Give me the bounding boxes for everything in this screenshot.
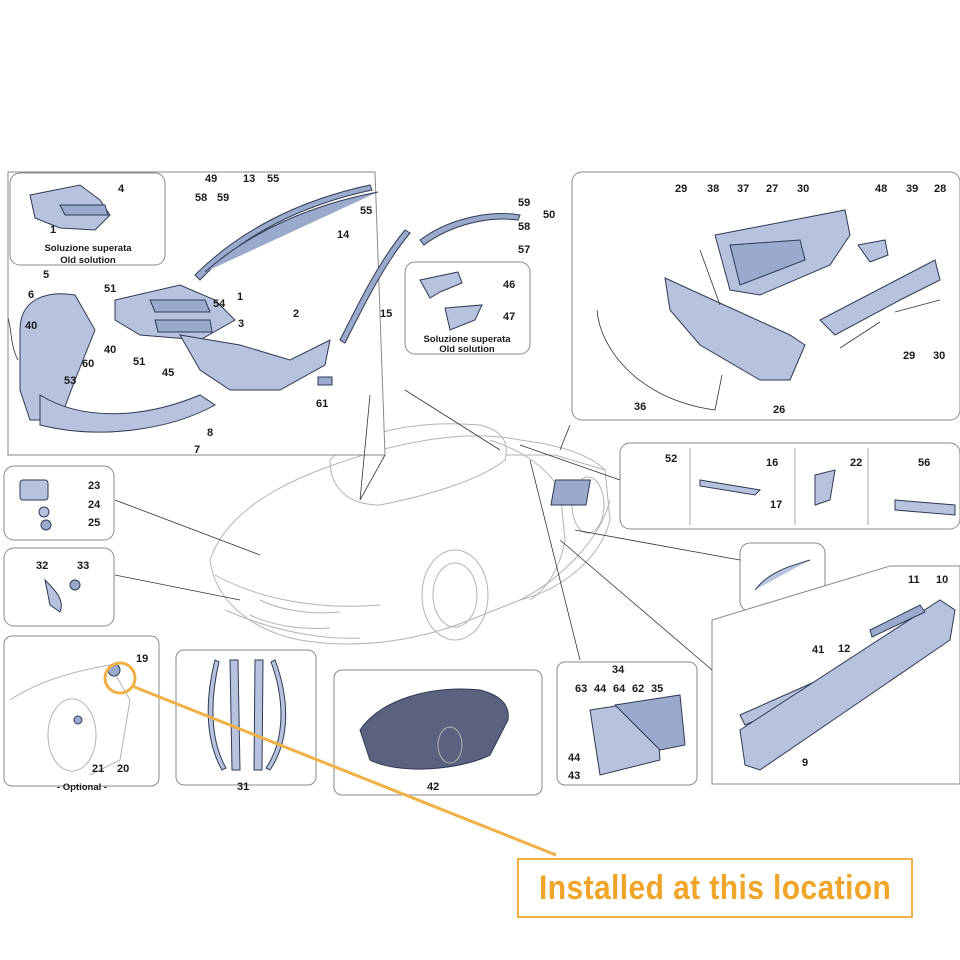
svg-text:41: 41	[812, 644, 824, 656]
svg-text:60: 60	[82, 358, 94, 370]
svg-text:14: 14	[337, 229, 350, 241]
svg-text:5: 5	[43, 269, 49, 281]
svg-text:44: 44	[594, 683, 607, 695]
leader-lines	[114, 389, 741, 671]
svg-text:42: 42	[427, 781, 439, 793]
svg-text:57: 57	[518, 244, 530, 256]
svg-text:23: 23	[88, 480, 100, 492]
label-1: 1	[50, 224, 56, 236]
panel-strips: 31	[175, 649, 317, 793]
panel-sill: 11 10 41 12 9	[711, 565, 960, 785]
callout-pointer	[103, 661, 557, 857]
svg-text:55: 55	[360, 205, 372, 217]
svg-text:17: 17	[770, 499, 782, 511]
svg-text:13: 13	[243, 173, 255, 185]
svg-text:54: 54	[213, 298, 226, 310]
svg-text:53: 53	[64, 375, 76, 387]
svg-text:52: 52	[665, 453, 677, 465]
svg-text:19: 19	[136, 653, 148, 665]
svg-text:40: 40	[104, 344, 116, 356]
svg-text:2: 2	[293, 308, 299, 320]
svg-text:61: 61	[316, 398, 328, 410]
svg-text:37: 37	[737, 183, 749, 195]
svg-text:1: 1	[237, 291, 243, 303]
svg-text:28: 28	[934, 183, 946, 195]
svg-text:22: 22	[850, 457, 862, 469]
svg-text:46: 46	[503, 279, 515, 291]
svg-text:45: 45	[162, 367, 174, 379]
callout-text: Installed at this location	[538, 868, 892, 907]
svg-text:8: 8	[207, 427, 213, 439]
svg-text:50: 50	[543, 209, 555, 221]
svg-text:24: 24	[88, 499, 101, 511]
svg-text:20: 20	[117, 763, 129, 775]
svg-text:3: 3	[238, 318, 244, 330]
optional-caption: - Optional -	[57, 782, 107, 793]
svg-text:30: 30	[933, 350, 945, 362]
inset-caption-line1: Soluzione superata	[44, 243, 132, 254]
panel-mid-right: 52 16 17 22 56	[550, 442, 960, 530]
svg-text:51: 51	[133, 356, 145, 368]
installed-location-callout: Installed at this location	[517, 858, 913, 918]
svg-text:6: 6	[28, 289, 34, 301]
inset2-caption-line1: Soluzione superata	[423, 334, 511, 345]
svg-text:39: 39	[906, 183, 918, 195]
svg-text:44: 44	[568, 752, 581, 764]
svg-text:27: 27	[766, 183, 778, 195]
svg-text:10: 10	[936, 574, 948, 586]
svg-text:33: 33	[77, 560, 89, 572]
panel-car-cover: 42	[333, 669, 543, 796]
car-outline	[209, 423, 611, 645]
inset-caption-line2: Old solution	[60, 255, 116, 266]
panel-top-left: 4 1 Soluzione superata Old solution 5 6 …	[7, 171, 555, 456]
svg-text:29: 29	[675, 183, 687, 195]
svg-text:34: 34	[612, 664, 625, 676]
label-4: 4	[118, 183, 125, 195]
svg-text:25: 25	[88, 517, 100, 529]
svg-text:36: 36	[634, 401, 646, 413]
svg-text:21: 21	[92, 763, 104, 775]
svg-text:30: 30	[797, 183, 809, 195]
inset2-caption-line2: Old solution	[439, 344, 495, 355]
svg-text:58: 58	[195, 192, 207, 204]
svg-text:59: 59	[217, 192, 229, 204]
svg-text:62: 62	[632, 683, 644, 695]
svg-text:63: 63	[575, 683, 587, 695]
svg-text:11: 11	[908, 574, 920, 586]
svg-text:48: 48	[875, 183, 887, 195]
svg-text:51: 51	[104, 283, 116, 295]
svg-text:43: 43	[568, 770, 580, 782]
svg-text:9: 9	[802, 757, 808, 769]
panel-optional: 19 21 20 - Optional -	[3, 635, 160, 793]
svg-text:47: 47	[503, 311, 515, 323]
svg-text:31: 31	[237, 781, 249, 793]
svg-text:55: 55	[267, 173, 279, 185]
svg-text:38: 38	[707, 183, 719, 195]
svg-text:32: 32	[36, 560, 48, 572]
panel-left-small: 23 24 25 32 33	[3, 465, 115, 627]
svg-text:26: 26	[773, 404, 785, 416]
svg-text:40: 40	[25, 320, 37, 332]
svg-text:7: 7	[194, 444, 200, 456]
svg-text:35: 35	[651, 683, 663, 695]
svg-text:64: 64	[613, 683, 626, 695]
svg-text:58: 58	[518, 221, 530, 233]
panel-top-right: 29 38 37 27 30 48 39 28 36 26 29 30	[571, 171, 960, 421]
svg-text:15: 15	[380, 308, 392, 320]
svg-text:16: 16	[766, 457, 778, 469]
svg-text:29: 29	[903, 350, 915, 362]
svg-text:49: 49	[205, 173, 217, 185]
svg-text:12: 12	[838, 643, 850, 655]
panel-door: 34 63 44 64 62 35 44 43	[556, 661, 698, 786]
svg-text:56: 56	[918, 457, 930, 469]
svg-text:59: 59	[518, 197, 530, 209]
